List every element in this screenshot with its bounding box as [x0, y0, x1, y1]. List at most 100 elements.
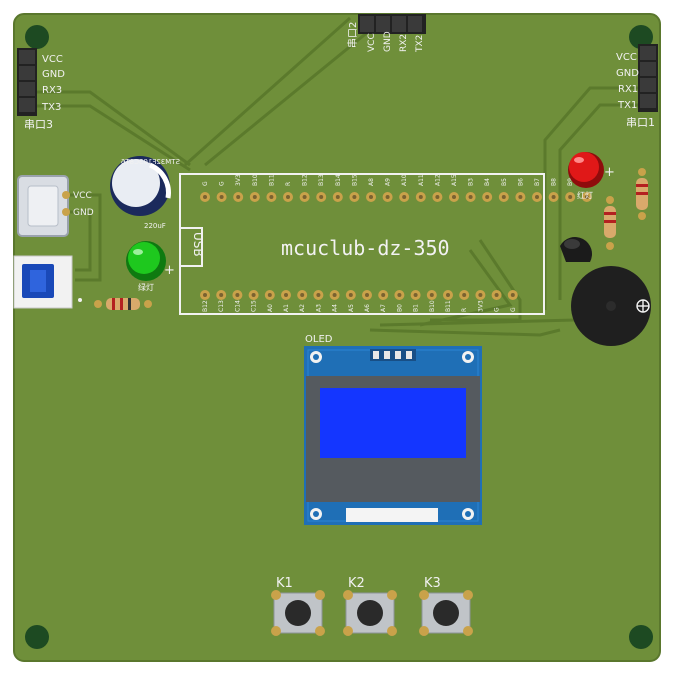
mcu-pin-label: A8 — [368, 178, 375, 186]
mcu-pin-hole — [452, 195, 456, 199]
mcu-pin-hole — [478, 293, 483, 297]
mcu-pin-label: A1 — [283, 304, 290, 312]
mcu-pin-hole — [267, 293, 272, 297]
button-pad — [387, 590, 397, 600]
red-led-label: 红灯 — [577, 190, 593, 200]
mcu-pin-label: A12 — [434, 174, 441, 186]
button-cap — [357, 600, 383, 626]
power-pin-label: VCC — [73, 191, 92, 201]
capacitor: 220uF — [110, 156, 171, 230]
serial3-header-name: 串口3 — [24, 118, 53, 131]
header-serial2: VCC GND RX2 TX2 串口2 — [347, 14, 426, 53]
mcu-pin-hole — [494, 293, 499, 297]
mcu-pin-label: C14 — [234, 300, 241, 312]
tactile-button-k3[interactable]: K3 — [419, 576, 473, 636]
serial1-header-name: 串口1 — [626, 116, 655, 129]
mcu-pin-label: B10 — [252, 174, 259, 186]
serial2-pin-label: TX2 — [415, 35, 425, 53]
button-pad — [271, 626, 281, 636]
mcu-pin-hole — [348, 293, 353, 297]
tactile-button-k1[interactable]: K1 — [271, 576, 325, 636]
mcu-pin-hole — [300, 293, 305, 297]
mcu-pin-hole — [365, 293, 369, 297]
board-title: mcuclub-dz-350 — [281, 236, 450, 260]
oled-label: OLED — [305, 334, 333, 345]
mcu-pin-label: G — [494, 307, 501, 312]
mounting-hole-icon — [25, 25, 49, 49]
button-label: K1 — [276, 576, 293, 591]
mcu-pin-hole — [252, 195, 257, 199]
tactile-button-k2[interactable]: K2 — [343, 576, 397, 636]
mcu-pin-hole — [251, 293, 256, 297]
mcu-pin-label: B12 — [302, 174, 309, 186]
button-pad — [315, 590, 325, 600]
mcu-pin-hole — [568, 195, 573, 199]
button-cap — [433, 600, 459, 626]
button-pad — [419, 626, 429, 636]
mcu-pin-hole — [381, 293, 386, 297]
mcu-pin-hole — [510, 293, 515, 297]
mcu-pin-label: G — [510, 307, 517, 312]
mcu-pin-hole — [397, 293, 402, 297]
mcu-pin-hole — [332, 293, 337, 297]
mcu-pin-label: A6 — [364, 304, 371, 312]
mcu-pin-label: B1 — [413, 304, 420, 312]
mcu-pin-hole — [335, 195, 340, 199]
button-pad — [419, 590, 429, 600]
mcu-pin-hole — [319, 195, 324, 199]
mcu-pin-label: B10 — [429, 300, 436, 312]
mcu-pin-label: A11 — [418, 174, 425, 186]
transistor — [560, 236, 593, 262]
mcu-pin-hole — [219, 293, 224, 297]
mcu-pin-hole — [402, 195, 407, 199]
mounting-holes — [25, 25, 653, 649]
mcu-pin-label: A2 — [299, 304, 306, 312]
serial3-pin-label: TX3 — [41, 102, 61, 113]
oled-module: OLED — [304, 334, 482, 525]
led-plus-sign: + — [604, 165, 615, 180]
mcu-pin-hole — [316, 293, 321, 297]
button-pad — [463, 626, 473, 636]
mcu-pin-label: B3 — [468, 178, 475, 186]
mcu-pin-label: B8 — [551, 178, 558, 186]
mcu-pin-hole — [413, 293, 418, 297]
buttons-layer: K1 K2 K3 — [271, 576, 473, 636]
mcu-pin-label: A3 — [315, 304, 322, 312]
serial2-header-name: 串口2 — [347, 22, 359, 48]
mcu-pin-label: B7 — [534, 178, 541, 186]
red-led: + 红灯 — [568, 152, 615, 200]
usb-outline — [179, 227, 203, 267]
mcu-pin-hole — [286, 195, 290, 199]
buzzer — [571, 266, 651, 346]
serial1-pin-label: VCC — [616, 52, 637, 63]
resistor-right-1 — [636, 168, 648, 220]
mcu-pin-hole — [485, 195, 490, 199]
mcu-pin-label: A9 — [385, 178, 392, 186]
mcu-pin-hole — [369, 195, 373, 199]
mcu-pin-label: B13 — [318, 174, 325, 186]
mcu-pin-hole — [236, 195, 241, 199]
led-plus-sign: + — [164, 263, 175, 278]
green-led-label: 绿灯 — [138, 282, 154, 292]
usb-c-connector: VCC GND — [17, 175, 94, 237]
button-pad — [387, 626, 397, 636]
button-label: K3 — [424, 576, 441, 591]
mcu-pin-hole — [284, 293, 288, 297]
mcu-pin-hole — [435, 195, 440, 199]
serial3-pin-label: VCC — [42, 54, 63, 65]
mcu-pin-hole — [302, 195, 307, 199]
header-serial1: VCC GND RX1 TX1 串口1 — [616, 44, 658, 129]
power-switch — [13, 255, 82, 309]
mcu-pin-label: G — [219, 181, 226, 186]
mcu-pin-label: G — [202, 181, 209, 186]
mcu-top-label: STM32F103C8T6 — [120, 158, 180, 166]
serial2-pin-label: VCC — [367, 33, 377, 52]
mounting-hole-icon — [25, 625, 49, 649]
mcu-pin-label: A5 — [348, 304, 355, 312]
button-pad — [315, 626, 325, 636]
mcu-pin-label: B5 — [501, 178, 508, 186]
capacitor-label: 220uF — [144, 222, 166, 230]
mcu-pin-label: A15 — [451, 174, 458, 186]
